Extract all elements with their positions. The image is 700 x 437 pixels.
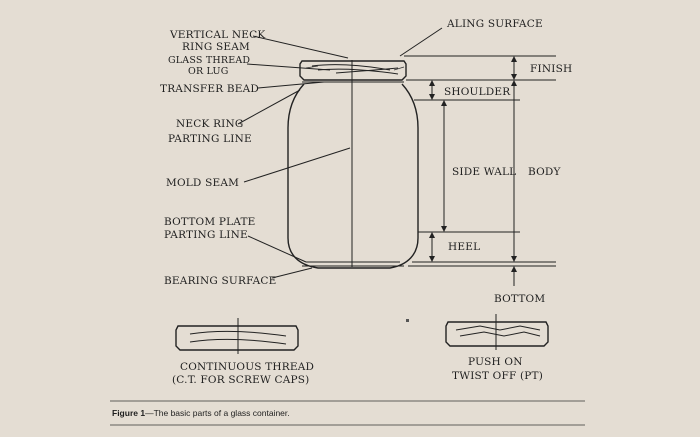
label-body: BODY (528, 166, 562, 178)
dim-side-wall (441, 100, 447, 232)
jar-bottom-plate (302, 261, 404, 267)
continuous-thread-finish (175, 318, 299, 354)
label-neck-ring: NECK RING (176, 118, 244, 130)
jar-drawing (287, 60, 419, 269)
label-side-wall: SIDE WALL (452, 166, 516, 178)
dim-bottom (511, 266, 517, 286)
caption-text: —The basic parts of a glass container. (145, 408, 290, 418)
label-transfer-bead: TRANSFER BEAD (160, 83, 259, 95)
dim-heel (429, 232, 435, 262)
label-push-on: PUSH ON (468, 356, 523, 368)
arrow-sealing-surface (399, 27, 443, 57)
arrow-bearing-surface (271, 267, 313, 279)
label-glass-thread: GLASS THREAD (168, 55, 250, 66)
jar-thread-2 (305, 65, 405, 71)
label-twist-off: TWIST OFF (PT) (452, 370, 543, 382)
label-bottom: BOTTOM (494, 293, 545, 305)
label-neck-ring-parting: PARTING LINE (168, 133, 252, 145)
arrow-mold-seam (243, 147, 351, 183)
label-ct-screw-caps: (C.T. FOR SCREW CAPS) (172, 374, 309, 386)
label-or-lug: OR LUG (188, 66, 229, 77)
label-finish: FINISH (530, 63, 572, 75)
label-bearing-surface: BEARING SURFACE (164, 275, 277, 287)
caption-prefix: Figure 1 (112, 408, 145, 418)
label-continuous-thread: CONTINUOUS THREAD (180, 361, 314, 373)
arrow-transfer-bead (257, 81, 325, 89)
arrow-glass-thread (246, 63, 331, 71)
figure-caption: Figure 1—The basic parts of a glass cont… (112, 408, 290, 418)
arrow-neck-ring (237, 89, 301, 125)
label-shoulder: SHOULDER (444, 86, 511, 98)
scan-mark (406, 319, 409, 322)
label-sealing-surface: ALING SURFACE (446, 18, 543, 30)
label-ring-seam: RING SEAM (182, 41, 250, 53)
dim-body (511, 80, 517, 262)
arrow-bottom-plate (247, 235, 307, 263)
arrow-vertical-neck (252, 35, 349, 59)
dim-shoulder (429, 80, 435, 100)
jar-finish-outline (299, 60, 407, 81)
dim-finish (511, 56, 517, 80)
label-heel: HEEL (448, 241, 480, 253)
jar-body-outline (287, 83, 419, 269)
label-vertical-neck: VERTICAL NECK (169, 29, 265, 41)
label-bottom-plate: BOTTOM PLATE (164, 216, 256, 228)
label-mold-seam: MOLD SEAM (166, 177, 239, 189)
push-on-twist-off-finish (445, 314, 549, 350)
label-bottom-plate-parting: PARTING LINE (164, 229, 248, 241)
